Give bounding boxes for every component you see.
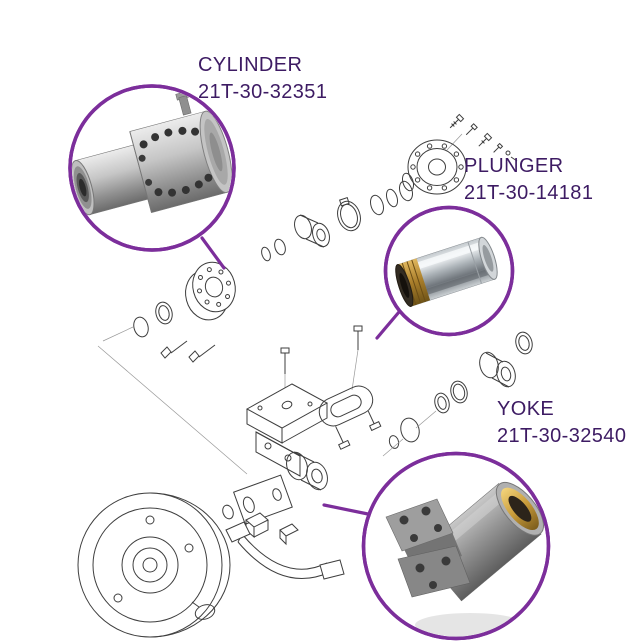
flange-hub-drawing xyxy=(401,139,467,195)
cylinder-part-number: 21T-30-32351 xyxy=(198,81,328,103)
yoke-photo xyxy=(385,481,544,637)
fastener-drawings xyxy=(446,113,518,162)
yoke-name: YOKE xyxy=(497,398,555,420)
plunger-label: PLUNGER 21T-30-14181 xyxy=(464,153,593,207)
ring-chain-drawing xyxy=(261,180,413,262)
left-rings-drawing xyxy=(97,301,248,475)
recoil-assembly-drawing xyxy=(222,451,345,580)
idler-wheel-drawing xyxy=(77,492,231,638)
plunger-leader-line xyxy=(375,310,401,340)
yoke-callout xyxy=(322,451,551,641)
right-rings-drawing xyxy=(382,331,533,457)
cylinder-label: CYLINDER 21T-30-32351 xyxy=(198,52,327,106)
cylinder-leader-line xyxy=(200,236,226,270)
plunger-name: PLUNGER xyxy=(464,155,564,177)
bracket-drawing xyxy=(245,325,382,477)
cylinder-name: CYLINDER xyxy=(198,54,303,76)
hub-drawing xyxy=(185,261,236,321)
yoke-part-number: 21T-30-32540 xyxy=(497,425,627,447)
cylinder-callout xyxy=(68,84,236,270)
plunger-part-number: 21T-30-14181 xyxy=(464,182,594,204)
plunger-callout xyxy=(375,205,515,340)
yoke-label: YOKE 21T-30-32540 xyxy=(497,396,626,450)
plunger-photo xyxy=(395,236,498,308)
yoke-leader-line xyxy=(322,503,370,516)
cylinder-photo xyxy=(72,90,232,216)
exploded-line-drawing xyxy=(77,113,533,638)
